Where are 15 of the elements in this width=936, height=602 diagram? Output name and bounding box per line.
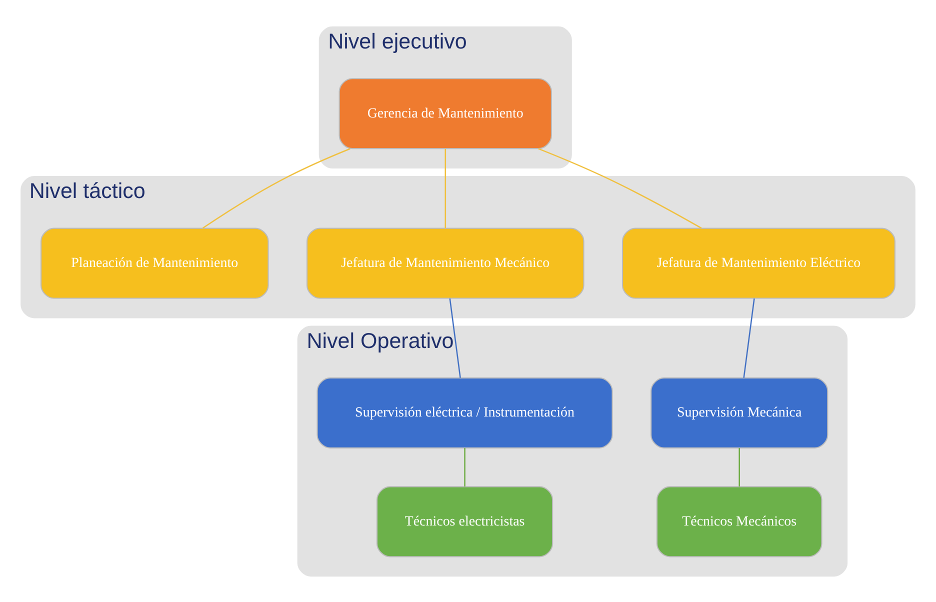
node-box: Técnicos Mecánicos (656, 486, 822, 557)
connector (738, 448, 740, 486)
node-box: Supervisión Mecánica (650, 376, 828, 448)
connector (202, 148, 350, 228)
node-box: Jefatura de Mantenimiento Mecánico (306, 227, 584, 298)
node-box: Planeación de Mantenimiento (40, 227, 269, 298)
node-box: Supervisión eléctrica / Instrumentación (316, 376, 613, 448)
node-box: Jefatura de Mantenimiento Eléctrico (622, 227, 896, 298)
connector (464, 448, 466, 486)
connector (743, 298, 755, 378)
node-box: Gerencia de Mantenimiento (338, 78, 552, 149)
node-box: Técnicos electricistas (376, 486, 554, 557)
connector (538, 148, 702, 228)
connector (444, 148, 446, 228)
connector (449, 298, 461, 378)
